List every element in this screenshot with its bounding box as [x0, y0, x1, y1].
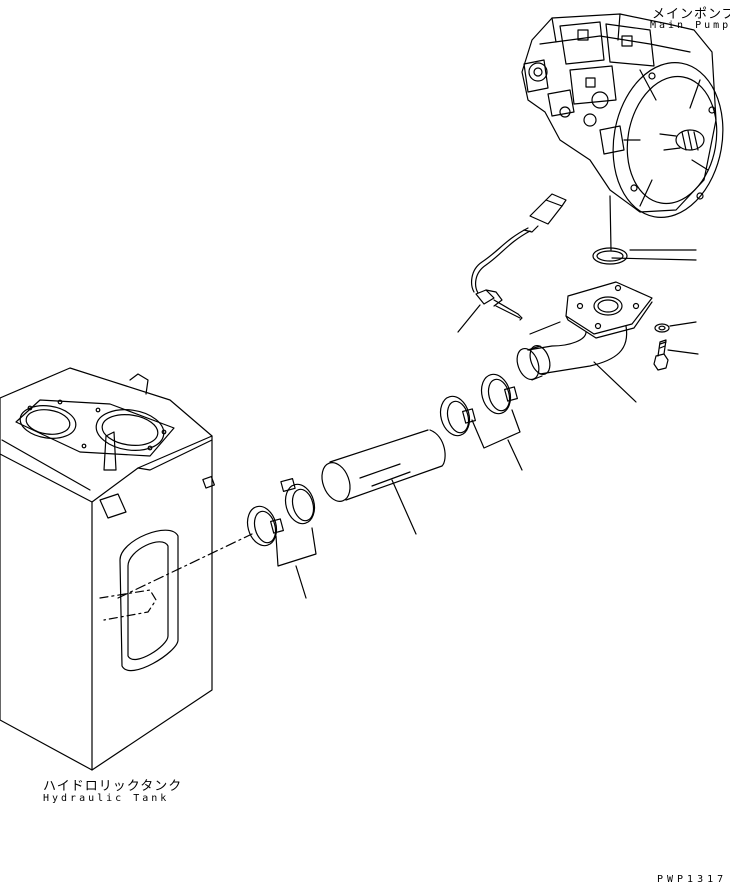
main-pump-label-jp: メインポンプ: [652, 7, 730, 22]
hydraulic-tank: [0, 368, 214, 770]
elbow-suction-pipe: [513, 282, 652, 402]
temperature-sensor: [458, 194, 566, 332]
hydraulic-tank-label-jp: ハイドロリックタンク: [43, 779, 183, 794]
main-pump: [522, 14, 730, 260]
drawing-code: PWP1317: [657, 874, 728, 885]
main-pump-label-en: Main Pump: [650, 20, 730, 31]
bolt: [654, 340, 698, 370]
rubber-hose: [317, 430, 445, 534]
centerline: [118, 534, 252, 598]
hose-clamp-lower: [243, 479, 318, 598]
washer: [655, 322, 696, 332]
o-ring: [593, 248, 627, 264]
hydraulic-tank-label-en: Hydraulic Tank: [43, 793, 170, 804]
hose-clamp-upper: [436, 371, 522, 470]
